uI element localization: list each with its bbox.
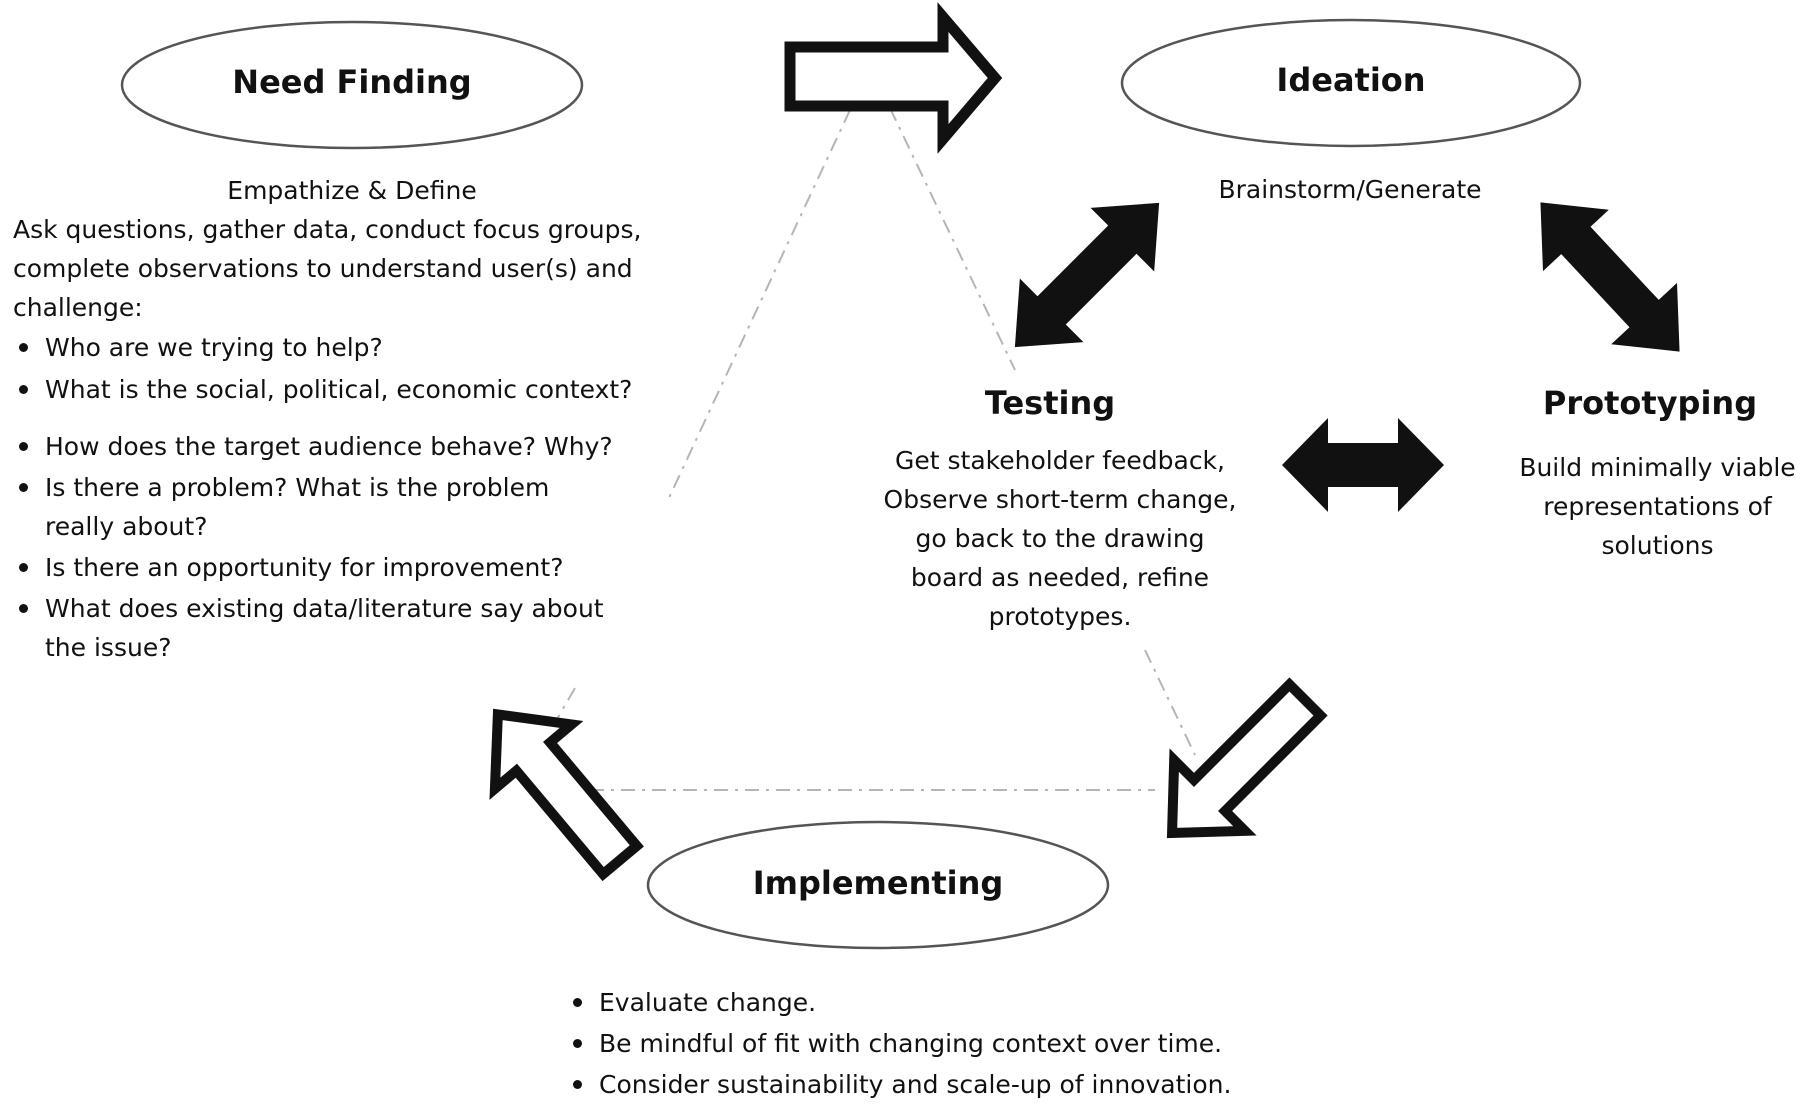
bullet-text: Is there an opportunity for improvement? bbox=[45, 553, 564, 582]
prototyping-line: Build minimally viable bbox=[1519, 453, 1796, 482]
dashed-line-right-lower bbox=[1144, 649, 1196, 756]
double-arrow-ideation-prototyping bbox=[1540, 202, 1680, 352]
need-finding-intro: Ask questions, gather data, conduct focu… bbox=[13, 210, 673, 327]
implementing-bullet: Consider sustainability and scale-up of … bbox=[567, 1065, 1327, 1104]
bullet-text: Evaluate change. bbox=[599, 988, 817, 1017]
oval-need-finding bbox=[120, 20, 584, 150]
bullet-text-continued: the issue? bbox=[45, 633, 172, 662]
need-finding-bullet: Is there a problem? What is the problem r… bbox=[13, 468, 673, 546]
bullet-text: Is there a problem? What is the problem bbox=[45, 473, 550, 502]
bullet-text: What is the social, political, economic … bbox=[45, 375, 633, 404]
need-finding-bullet: What is the social, political, economic … bbox=[13, 370, 673, 409]
need-finding-bullet: How does the target audience behave? Why… bbox=[13, 427, 673, 466]
bullet-text: Consider sustainability and scale-up of … bbox=[599, 1070, 1232, 1099]
dashed-triangle bbox=[544, 107, 1196, 791]
testing-title: Testing bbox=[984, 384, 1116, 422]
need-finding-intro-line: Ask questions, gather data, conduct focu… bbox=[13, 215, 642, 244]
implementing-bullet: Be mindful of fit with changing context … bbox=[567, 1024, 1327, 1063]
testing-line: board as needed, refine bbox=[910, 563, 1210, 592]
testing-description: Get stakeholder feedback, Observe short-… bbox=[850, 441, 1270, 636]
dashed-line-left bbox=[667, 109, 851, 501]
need-finding-questions-1: Who are we trying to help? What is the s… bbox=[13, 328, 673, 409]
double-arrow-testing-ideation bbox=[1014, 202, 1160, 348]
prototyping-line: solutions bbox=[1601, 531, 1714, 560]
need-finding-intro-line: challenge: bbox=[13, 293, 143, 322]
implementing-bullets: Evaluate change. Be mindful of fit with … bbox=[567, 983, 1327, 1104]
need-finding-subtitle: Empathize & Define bbox=[227, 176, 477, 205]
double-arrow-testing-prototyping bbox=[1282, 418, 1444, 512]
bullet-text: How does the target audience behave? Why… bbox=[45, 432, 613, 461]
prototyping-title: Prototyping bbox=[1542, 384, 1758, 422]
bullet-text: Be mindful of fit with changing context … bbox=[599, 1029, 1223, 1058]
need-finding-intro-line: complete observations to understand user… bbox=[13, 254, 633, 283]
arrow-need-to-ideation bbox=[784, 2, 1003, 154]
dashed-line-right bbox=[889, 107, 1016, 371]
prototyping-line: representations of bbox=[1543, 492, 1772, 521]
need-finding-bullet: Who are we trying to help? bbox=[13, 328, 673, 367]
need-finding-bullet: What does existing data/literature say a… bbox=[13, 589, 673, 667]
bullet-text: What does existing data/literature say a… bbox=[45, 594, 604, 623]
arrow-implementing-to-need bbox=[489, 708, 644, 882]
ideation-subtitle: Brainstorm/Generate bbox=[1218, 175, 1482, 204]
arrow-testing-to-implementing bbox=[1166, 677, 1328, 839]
implementing-title: Implementing bbox=[752, 864, 1004, 902]
bullet-text: Who are we trying to help? bbox=[45, 333, 383, 362]
testing-line: go back to the drawing bbox=[915, 524, 1205, 553]
prototyping-description: Build minimally viable representations o… bbox=[1510, 448, 1805, 565]
testing-line: Get stakeholder feedback, bbox=[895, 446, 1225, 475]
bullet-text-continued: really about? bbox=[45, 512, 208, 541]
testing-line: Observe short-term change, bbox=[883, 485, 1237, 514]
dashed-line-left-lower bbox=[544, 687, 576, 741]
need-finding-questions-2: How does the target audience behave? Why… bbox=[13, 427, 673, 667]
need-finding-bullet: Is there an opportunity for improvement? bbox=[13, 548, 673, 587]
implementing-bullet: Evaluate change. bbox=[567, 983, 1327, 1022]
ideation-title: Ideation bbox=[1276, 61, 1426, 99]
oval-ideation bbox=[1120, 18, 1582, 148]
need-finding-title: Need Finding bbox=[232, 63, 472, 101]
oval-implementing bbox=[646, 820, 1110, 950]
testing-line: prototypes. bbox=[988, 602, 1132, 631]
